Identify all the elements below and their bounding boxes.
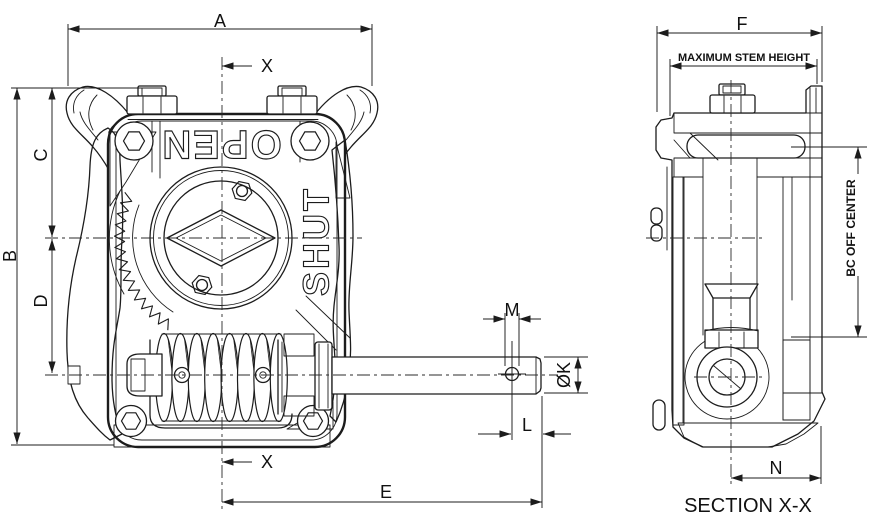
front-view: OPEN SHUT A X B C D X E M ØK L [0, 11, 588, 512]
section-view: F MAXIMUM STEM HEIGHT BC OFF CENTER N SE… [646, 14, 867, 517]
side-bolt-bosses [650, 207, 666, 431]
cover-bolt-left [126, 85, 178, 115]
dim-label-b: B [0, 250, 20, 262]
dim-label-f: F [737, 14, 748, 34]
stem-and-nut [704, 283, 759, 349]
dim-label-a: A [214, 11, 226, 31]
cast-text-open: OPEN [160, 122, 281, 166]
section-caption: SECTION X-X [684, 495, 812, 517]
section-internal-lines [666, 87, 823, 424]
dimension-arrowheads [13, 25, 862, 506]
cover-bolt-right [266, 85, 318, 115]
dim-label-e: E [380, 482, 392, 502]
section-marker-x-top: X [261, 56, 273, 76]
shaft-flange [314, 341, 333, 411]
worm-wheel-sector [108, 190, 174, 331]
socket-head-screws [114, 121, 330, 438]
section-top-bolt [709, 83, 756, 114]
centerlines-front [45, 57, 558, 512]
dim-label-shaft-dia-k: ØK [554, 362, 574, 388]
input-shaft [331, 341, 542, 440]
hex-sockets [120, 131, 324, 430]
dim-label-d: D [31, 295, 51, 308]
dim-label-bc-off-center: BC OFF CENTER [844, 179, 858, 277]
dim-label-c: C [31, 149, 51, 162]
dim-label-l: L [522, 415, 532, 435]
dim-label-m: M [505, 300, 520, 320]
cast-text-shut: SHUT [296, 186, 337, 296]
dim-label-n: N [770, 458, 783, 478]
section-marker-x-bottom: X [261, 452, 273, 472]
centerlines-section [646, 80, 764, 484]
dim-label-max-stem-height: MAXIMUM STEM HEIGHT [678, 52, 810, 64]
gear-cavity-slot [686, 134, 806, 159]
